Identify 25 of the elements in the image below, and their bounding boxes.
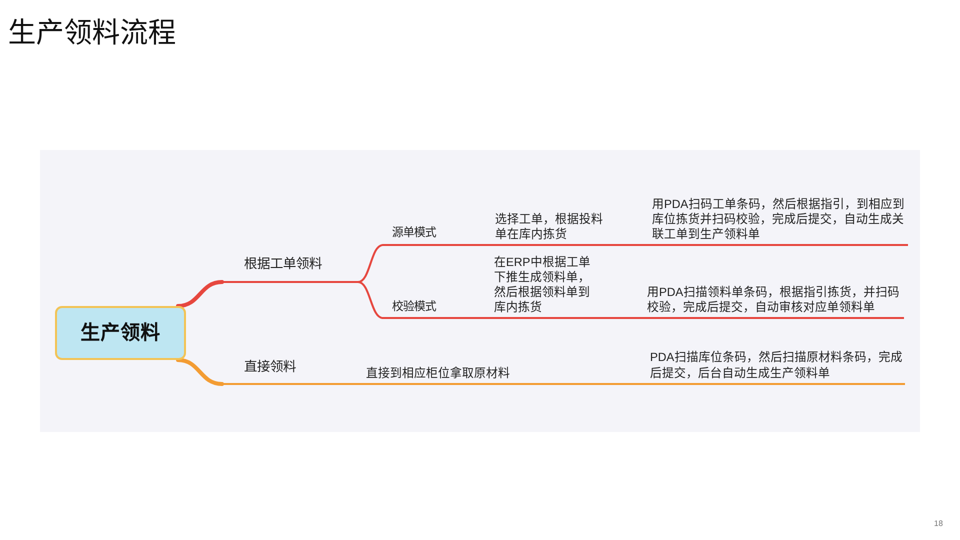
- branch-line: [635, 244, 647, 246]
- topic-text: 选择工单，根据投料单在库内拣货: [495, 212, 604, 242]
- topic-text: 用PDA扫码工单条码，然后根据指引，到相应到库位拣货并扫码校验，完成后提交，自动生成关联工单到生产领料单: [652, 197, 906, 242]
- root-topic-text: 生产领料: [80, 321, 160, 346]
- branch-line: [176, 280, 224, 308]
- branch-line: [357, 383, 365, 385]
- branch-line: [357, 281, 384, 319]
- topic-text: 直接领料: [244, 358, 296, 376]
- topic-text: 根据工单领料: [244, 255, 322, 273]
- topic-text: 源单模式: [392, 225, 436, 241]
- topic-text: 校验模式: [392, 299, 436, 315]
- underlined-topic: [486, 210, 636, 246]
- topic-text: PDA扫描库位条码，然后扫描原材料条码，完成后提交，后台自动生成生产领料单: [650, 349, 904, 381]
- branch-line: [599, 383, 607, 385]
- topic-text: 用PDA扫描领料单条码，根据指引拣货，并扫码校验，完成后提交，自动审核对应单领料单: [647, 285, 900, 315]
- branch-line: [176, 358, 224, 386]
- slide-title: 生产领料流程: [8, 16, 176, 50]
- topic-text: 直接到相应柜位拿取原材料: [366, 365, 510, 381]
- root-topic-box: [55, 306, 186, 360]
- branch-line: [635, 317, 647, 319]
- branch-line: [475, 244, 487, 246]
- branch-line: [357, 244, 384, 283]
- page-number: 18: [934, 519, 943, 529]
- branch-line: [475, 317, 487, 319]
- topic-text: 在ERP中根据工单下推生成领料单，然后根据领料单到库内拣货: [494, 255, 592, 315]
